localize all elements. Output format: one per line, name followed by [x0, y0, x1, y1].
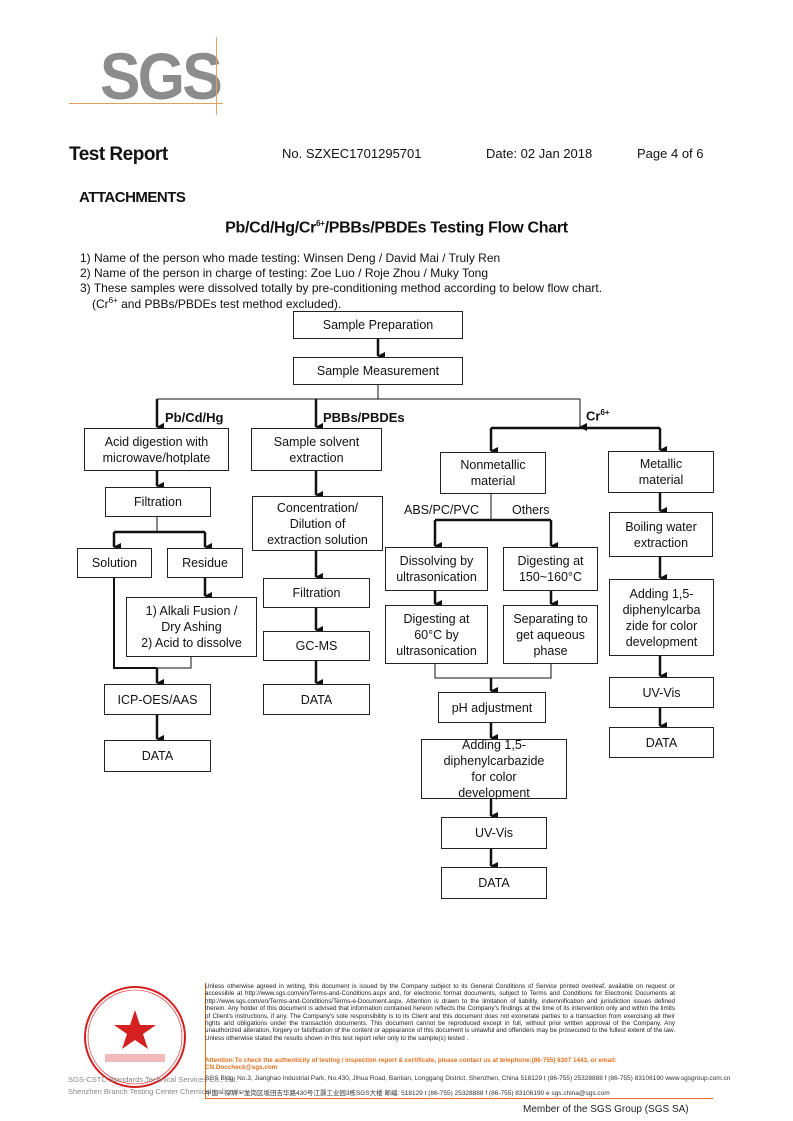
box-digesting-60: Digesting at 60°C by ultrasonication — [385, 605, 488, 664]
box-acid-digestion: Acid digestion with microwave/hotplate — [84, 428, 229, 471]
box-dissolving: Dissolving by ultrasonication — [385, 547, 488, 591]
logo-rule-horizontal — [69, 103, 223, 104]
box-ph-adjustment: pH adjustment — [438, 692, 546, 723]
box-sample-preparation: Sample Preparation — [293, 311, 463, 339]
box-sample-measurement: Sample Measurement — [293, 357, 463, 385]
authenticity-notice: Attention:To check the authenticity of t… — [205, 1057, 617, 1072]
address-chinese: 中国・深圳・龙岗区坂田吉华路430号江灏工业园3栋SGS大楼 邮编: 51812… — [205, 1090, 610, 1097]
label-others: Others — [512, 503, 550, 517]
lab-name-line-2: Shenzhen Branch Testing Center Chemical … — [68, 1087, 250, 1096]
title-text: Pb/Cd/Hg/Cr — [225, 219, 317, 237]
member-statement: Member of the SGS Group (SGS SA) — [523, 1104, 689, 1115]
note-1: 1) Name of the person who made testing: … — [80, 251, 501, 265]
box-solution: Solution — [77, 548, 152, 578]
note-4: (Cr6+ and PBBs/PBDEs test method exclude… — [92, 296, 341, 311]
box-data-m: DATA — [609, 727, 714, 758]
cr-text: Cr — [586, 408, 601, 424]
box-data-pb: DATA — [104, 740, 211, 772]
section-title: ATTACHMENTS — [79, 189, 186, 206]
footer-rule-vertical — [205, 983, 206, 1098]
page-number: Page 4 of 6 — [637, 146, 704, 161]
box-metallic: Metallic material — [608, 451, 714, 493]
box-nonmetallic: Nonmetallic material — [440, 452, 546, 494]
branch-label-pbbs-pbdes: PBBs/PBDEs — [323, 410, 405, 425]
box-filtration-pb: Filtration — [105, 487, 211, 517]
sgs-logo: SGS — [100, 39, 223, 113]
box-boiling-water: Boiling water extraction — [609, 512, 713, 557]
flow-chart-title: Pb/Cd/Hg/Cr6+/PBBs/PBDEs Testing Flow Ch… — [0, 219, 793, 237]
footer-rule-horizontal — [205, 1098, 713, 1099]
report-title: Test Report — [69, 144, 168, 165]
box-adding-diphenylcarbazide-m: Adding 1,5-diphenylcarba zide for color … — [609, 579, 714, 656]
note-4-post: and PBBs/PBDEs test method excluded). — [117, 297, 342, 311]
box-gc-ms: GC-MS — [263, 631, 370, 661]
box-concentration: Concentration/ Dilution of extraction so… — [252, 496, 383, 551]
alkali-step-1: 1) Alkali Fusion / Dry Ashing — [145, 604, 238, 634]
note-2: 2) Name of the person in charge of testi… — [80, 266, 489, 280]
label-abs-pc-pvc: ABS/PC/PVC — [404, 503, 480, 517]
branch-label-cr6: Cr6+ — [586, 408, 610, 423]
box-data-nm: DATA — [441, 867, 547, 899]
note-4-sup: 6+ — [108, 296, 118, 305]
box-solvent-extraction: Sample solvent extraction — [251, 428, 382, 471]
box-adding-diphenylcarbazide-nm: Adding 1,5-diphenylcarbazide for color d… — [421, 738, 567, 800]
box-data-pbb: DATA — [263, 684, 370, 715]
box-separating: Separating to get aqueous phase — [503, 605, 598, 664]
box-icp-oes-aas: ICP-OES/AAS — [104, 684, 211, 715]
note-4-pre: (Cr — [92, 297, 109, 311]
lab-name-line-1: SGS-CSTC Standards Technical Services Co… — [68, 1075, 238, 1084]
legal-disclaimer: Unless otherwise agreed in writing, this… — [205, 983, 675, 1042]
logo-rule-vertical — [216, 37, 217, 115]
note-3: 3) These samples were dissolved totally … — [80, 281, 603, 295]
box-uv-vis-m: UV-Vis — [609, 677, 714, 708]
company-seal — [84, 986, 186, 1088]
report-date: Date: 02 Jan 2018 — [486, 146, 593, 161]
title-text-post: /PBBs/PBDEs Testing Flow Chart — [324, 219, 568, 237]
box-filtration-pbb: Filtration — [263, 578, 370, 608]
box-alkali-fusion: 1) Alkali Fusion / Dry Ashing 2) Acid to … — [126, 597, 257, 657]
box-residue: Residue — [167, 548, 243, 578]
box-uv-vis-nm: UV-Vis — [441, 817, 547, 849]
cr-sup: 6+ — [600, 408, 610, 417]
report-number: No. SZXEC1701295701 — [282, 146, 422, 161]
title-sup: 6+ — [316, 219, 325, 228]
alkali-step-2: 2) Acid to dissolve — [141, 636, 242, 650]
box-digesting-150: Digesting at 150~160°C — [503, 547, 598, 591]
branch-label-pb-cd-hg: Pb/Cd/Hg — [165, 410, 224, 425]
address-english: SGS Bldg. No.3, Jianghao Industrial Park… — [205, 1075, 731, 1082]
